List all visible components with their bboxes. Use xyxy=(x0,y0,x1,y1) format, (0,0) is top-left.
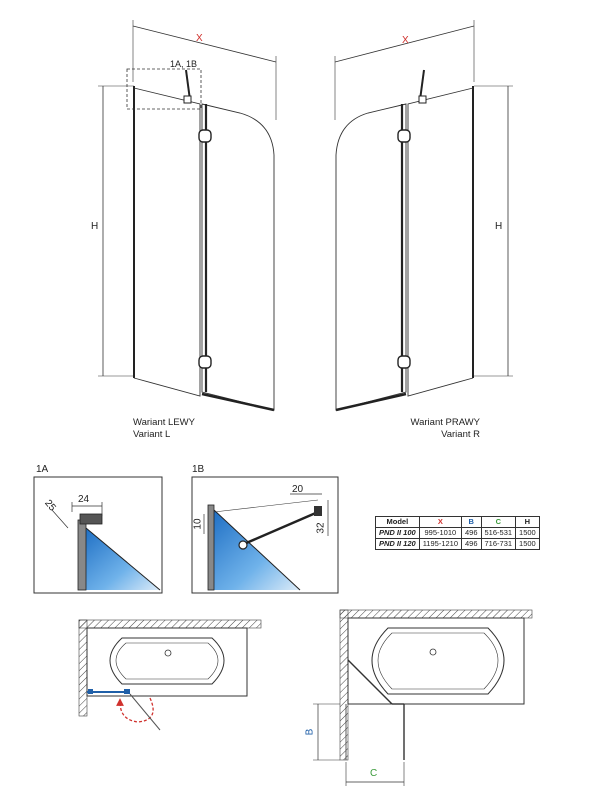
detail-1b-dim-10: 10 xyxy=(192,518,204,530)
detail-1b-drawing xyxy=(191,476,339,594)
spec-table-header-row: Model X B C H xyxy=(375,516,540,528)
detail-1a-dim-24: 24 xyxy=(78,494,90,505)
spec-header-h: H xyxy=(515,516,540,528)
left-dim-h-label: H xyxy=(91,221,99,232)
callout-1a-1b-label: 1A, 1B xyxy=(170,59,198,69)
left-dim-x-label: X xyxy=(196,33,203,44)
spec-cell: 496 xyxy=(461,527,482,539)
right-variant-title: Wariant PRAWY xyxy=(410,417,480,428)
bottom-dim-c-label: C xyxy=(370,768,378,779)
left-variant-subtitle: Variant L xyxy=(133,429,171,440)
right-dim-h-label: H xyxy=(495,221,503,232)
left-variant-drawing xyxy=(98,20,277,412)
spec-header-x: X xyxy=(418,516,463,528)
detail-1b-dim-20: 20 xyxy=(292,484,304,495)
right-variant-drawing xyxy=(334,20,513,412)
spec-cell: 516-531 xyxy=(480,527,517,539)
left-variant-title: Wariant LEWY xyxy=(133,417,195,428)
spec-cell: PND II 100 xyxy=(375,527,420,539)
spec-header-model: Model xyxy=(375,516,420,528)
spec-cell: 496 xyxy=(461,538,482,550)
bath-plan-right xyxy=(313,609,533,786)
detail-1a-drawing xyxy=(33,476,163,594)
spec-cell: 1500 xyxy=(515,538,540,550)
spec-header-c: C xyxy=(480,516,517,528)
spec-header-b: B xyxy=(461,516,482,528)
detail-1b-label: 1B xyxy=(192,464,205,475)
table-row: PND II 120 1195-1210 496 716-731 1500 xyxy=(375,538,540,550)
spec-cell: 716-731 xyxy=(480,538,517,550)
right-variant-subtitle: Variant R xyxy=(441,429,480,440)
right-dim-x-label: X xyxy=(402,35,409,46)
bath-plan-left xyxy=(78,619,262,731)
table-row: PND II 100 995-1010 496 516-531 1500 xyxy=(375,527,540,539)
spec-cell: 1500 xyxy=(515,527,540,539)
detail-1a-label: 1A xyxy=(36,464,49,475)
spec-cell: 1195-1210 xyxy=(418,538,463,550)
spec-table: Model X B C H PND II 100 995-1010 496 51… xyxy=(375,516,540,550)
bottom-dim-b-label: B xyxy=(304,728,316,736)
spec-cell: 995-1010 xyxy=(418,527,463,539)
detail-1b-dim-32: 32 xyxy=(315,522,327,534)
spec-cell: PND II 120 xyxy=(375,538,420,550)
